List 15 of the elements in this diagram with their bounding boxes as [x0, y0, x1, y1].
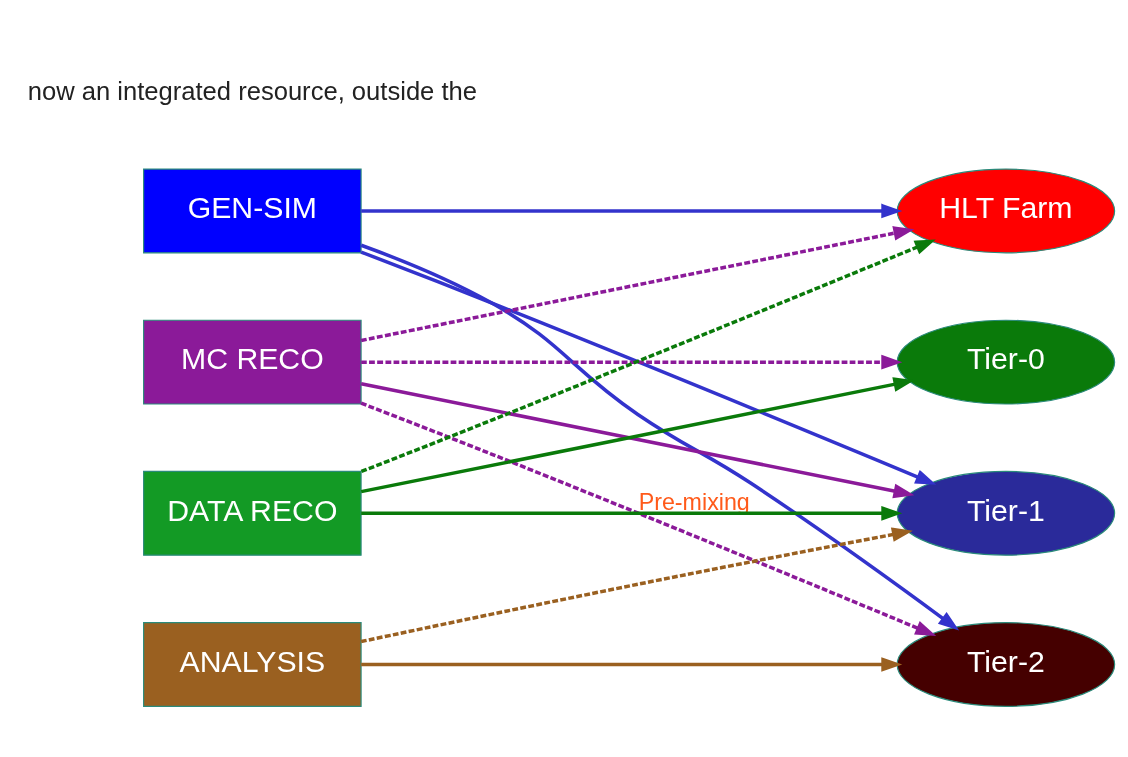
arrow: [361, 354, 903, 369]
label: now an integrated resource, outside the: [27, 76, 478, 105]
edge-label: Pre-mixing: [638, 488, 750, 515]
arrow: [361, 203, 903, 218]
arrow: [360, 225, 915, 342]
node-ellipse: Tier-0: [896, 319, 1116, 405]
arrow: [360, 243, 960, 630]
node-box: MC RECO: [143, 319, 362, 405]
node-box: GEN-SIM: [143, 168, 362, 253]
arrow: [361, 656, 903, 672]
node-box: DATA RECO: [143, 470, 362, 556]
arrow: [360, 526, 913, 643]
arrow: [361, 505, 903, 521]
node-box: ANALYSIS: [143, 621, 362, 707]
arrow: [360, 401, 937, 636]
